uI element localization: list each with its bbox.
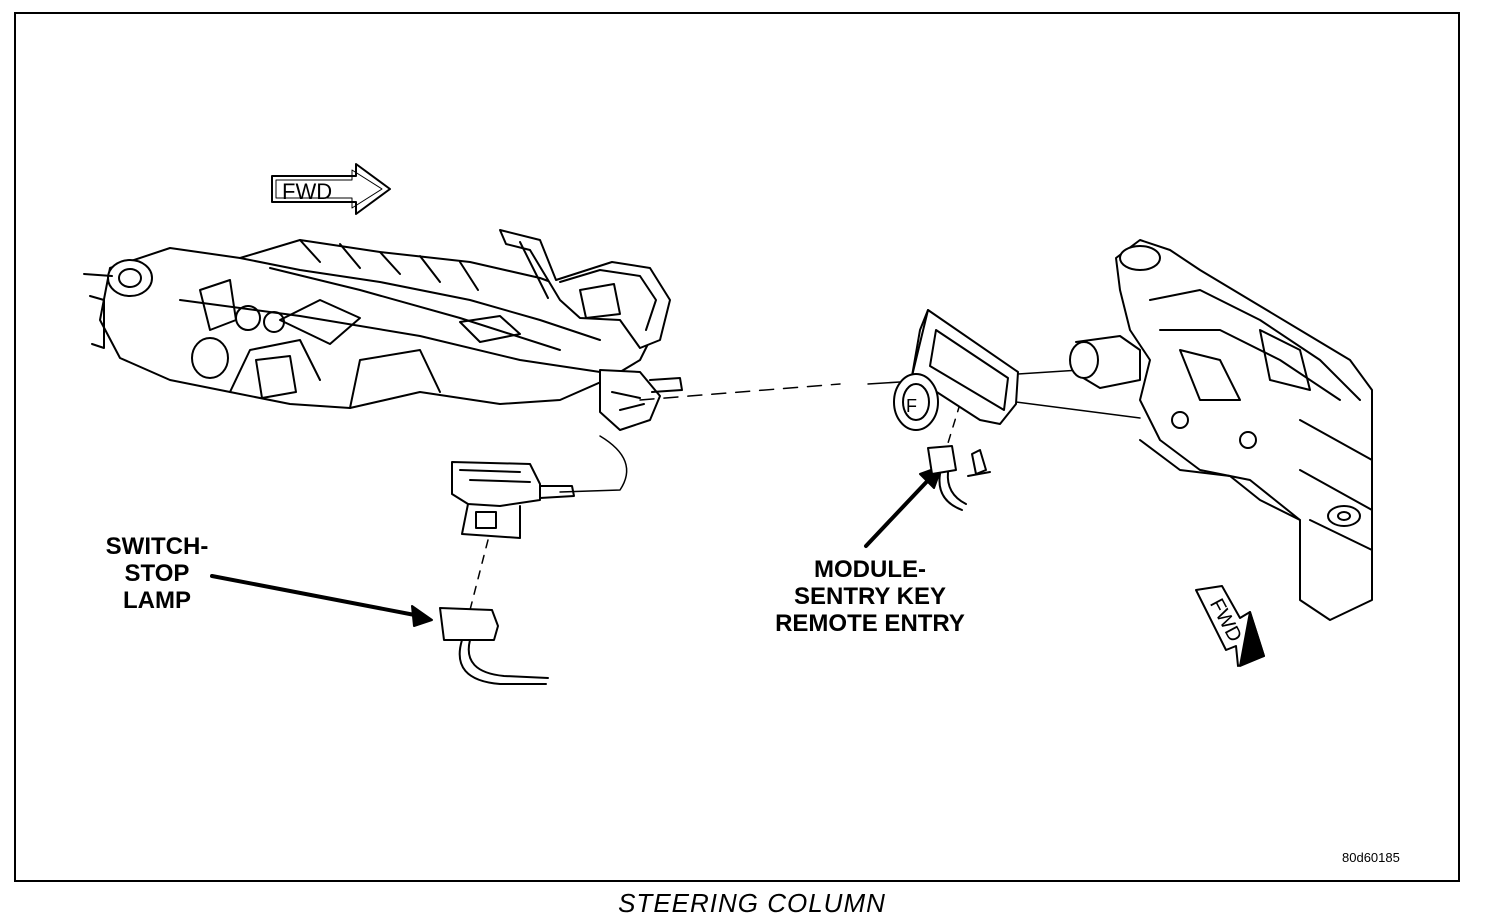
switch-label-line-1: SWITCH- (105, 533, 209, 560)
module-sentry-key-label: MODULE- SENTRY KEY REMOTE ENTRY (750, 556, 990, 637)
fwd-label-left: FWD (282, 179, 332, 204)
figure-code: 80d60185 (1342, 850, 1400, 865)
switch-label-line-3: LAMP (123, 587, 191, 614)
module-label-line-1: MODULE- (814, 556, 926, 583)
alignment-lines (469, 369, 1141, 611)
module-label-line-2: SENTRY KEY (793, 583, 947, 610)
sentry-key-module: F (893, 309, 1019, 511)
fwd-arrow-right: FWD (1195, 585, 1265, 667)
steering-column-left (83, 229, 683, 431)
module-label-line-3: REMOTE ENTRY (775, 610, 965, 637)
stop-lamp-switch (451, 461, 575, 539)
switch-stop-lamp-label: SWITCH- STOP LAMP (82, 533, 232, 614)
callout-arrows (210, 465, 943, 627)
figure-caption: STEERING COLUMN (618, 888, 886, 918)
stop-lamp-connector (439, 607, 549, 685)
fwd-arrow-left: FWD (271, 163, 391, 215)
steering-column-right (1069, 239, 1373, 621)
svg-text:F: F (906, 396, 917, 416)
switch-label-line-2: STOP (124, 560, 190, 587)
diagram-frame (14, 12, 1460, 882)
